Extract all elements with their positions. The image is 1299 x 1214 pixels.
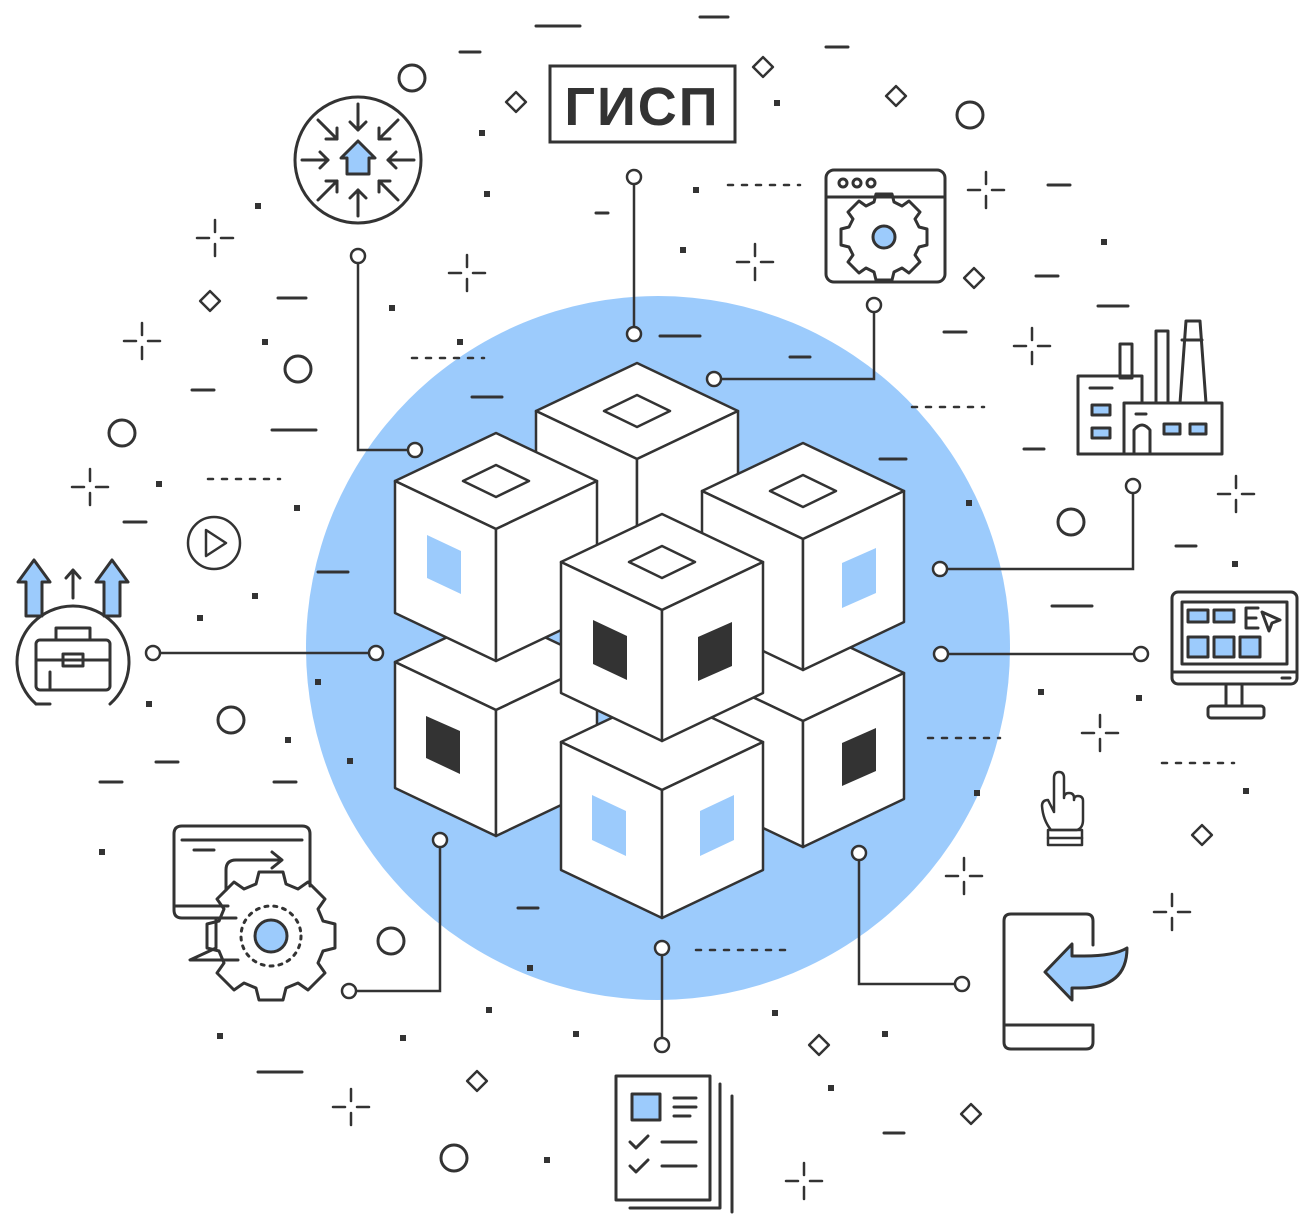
- cube-top-left: [393, 431, 599, 663]
- checklist-document-icon: [614, 1074, 734, 1214]
- connectors: [144, 168, 1150, 1054]
- computer-settings-icon: [172, 824, 337, 1002]
- centralization-icon: [293, 95, 423, 225]
- factory-icon: [1076, 319, 1224, 456]
- pointer-hand-icon: [1040, 770, 1085, 847]
- play-icon: [186, 515, 242, 571]
- decor-layer: [70, 15, 1256, 1201]
- browser-settings-icon: [824, 168, 947, 284]
- title-box: ГИСП: [548, 64, 737, 144]
- title-label: ГИСП: [564, 77, 719, 137]
- dashboard-monitor-icon: [1170, 590, 1299, 720]
- business-growth-icon: [15, 558, 131, 706]
- cube-center-front: [559, 512, 765, 743]
- mobile-return-icon: [1002, 912, 1129, 1051]
- cube-cluster: [393, 361, 906, 920]
